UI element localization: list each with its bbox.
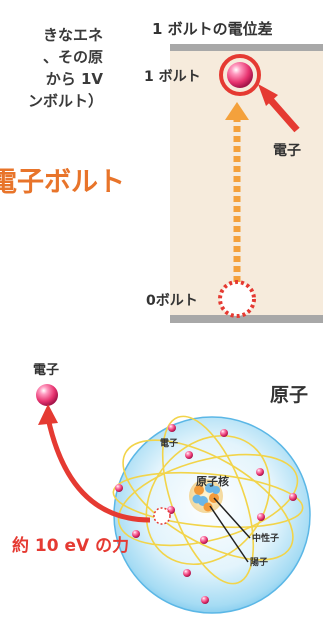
electron-top bbox=[227, 62, 253, 88]
atom-title: 原子 bbox=[270, 384, 309, 406]
page-title: 電子ボルト bbox=[0, 167, 125, 198]
electron-top-ring bbox=[219, 54, 261, 96]
proton-label: 陽子 bbox=[250, 558, 269, 568]
inner-electron-label: 電子 bbox=[160, 439, 179, 449]
nucleus-label: 原子核 bbox=[196, 475, 229, 488]
electron-vacancy bbox=[153, 507, 171, 525]
energy-path-arrowhead bbox=[225, 102, 249, 120]
electron-start-ring bbox=[218, 280, 256, 318]
bottom-plate bbox=[170, 315, 323, 323]
ejection-arrow-head bbox=[38, 404, 58, 425]
nucleus bbox=[189, 479, 223, 513]
free-electron-label: 電子 bbox=[33, 363, 60, 378]
intro-line-3: から 1V bbox=[45, 70, 103, 88]
free-electron bbox=[36, 384, 58, 406]
intro-line-4: ンボルト） bbox=[27, 92, 103, 110]
bottom-voltage-label: 0ボルト bbox=[146, 293, 198, 309]
electron-label: 電子 bbox=[273, 143, 301, 159]
intro-line-1: きなエネ bbox=[42, 26, 103, 44]
ejection-arrow-path bbox=[45, 417, 151, 523]
electron-pointer-head bbox=[258, 84, 278, 106]
inner-electrons bbox=[115, 424, 297, 604]
voltage-panel-header: 1 ボルトの電位差 bbox=[152, 20, 273, 38]
atom-sphere bbox=[113, 416, 311, 614]
top-voltage-label: 1 ボルト bbox=[144, 69, 201, 85]
neutron-pointer bbox=[213, 497, 251, 539]
neutron-label: 中性子 bbox=[252, 534, 280, 544]
intro-line-2: 、その原 bbox=[42, 48, 103, 66]
top-plate bbox=[170, 44, 323, 51]
force-label: 約 10 eV の力 bbox=[12, 536, 130, 556]
electron-pointer-shaft bbox=[265, 94, 300, 133]
proton-pointer bbox=[209, 505, 249, 563]
